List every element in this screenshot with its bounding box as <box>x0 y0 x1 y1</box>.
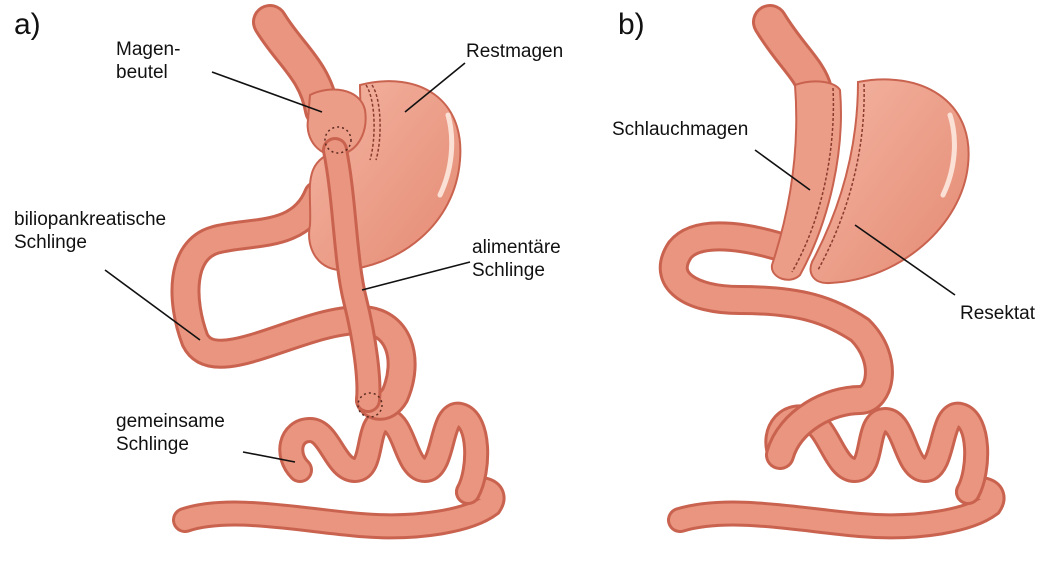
label-magenbeutel-line1: Magen- <box>116 38 180 61</box>
label-magenbeutel-line2: beutel <box>116 61 180 84</box>
label-alimentaer: alimentäre Schlinge <box>472 236 561 282</box>
panel-a-letter: a) <box>14 8 41 42</box>
label-biliopankreatisch-line1: biliopankreatische <box>14 208 166 231</box>
panel-b-letter: b) <box>618 8 645 42</box>
label-gemeinsam-line1: gemeinsame <box>116 410 225 433</box>
panel-b-anatomy <box>674 22 993 526</box>
label-gemeinsam-line2: Schlinge <box>116 433 225 456</box>
label-biliopankreatisch: biliopankreatische Schlinge <box>14 208 166 254</box>
panel-a-anatomy <box>185 22 493 526</box>
label-schlauchmagen: Schlauchmagen <box>612 118 748 141</box>
label-resektat: Resektat <box>960 302 1035 325</box>
label-magenbeutel: Magen- beutel <box>116 38 180 84</box>
label-gemeinsam: gemeinsame Schlinge <box>116 410 225 456</box>
label-restmagen: Restmagen <box>466 40 563 63</box>
label-biliopankreatisch-line2: Schlinge <box>14 231 166 254</box>
label-alimentaer-line1: alimentäre <box>472 236 561 259</box>
label-alimentaer-line2: Schlinge <box>472 259 561 282</box>
